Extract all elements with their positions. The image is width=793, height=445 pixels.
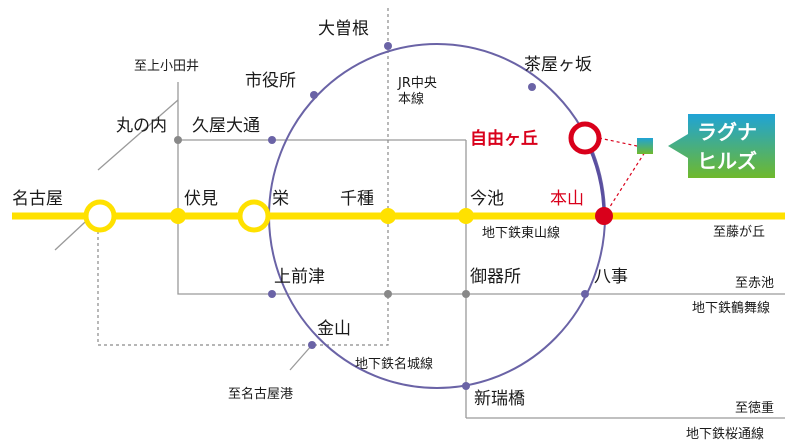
jr-chuo-label: JR中央本線 xyxy=(397,76,437,107)
marunouchi-station-marker xyxy=(174,136,182,144)
yagoto-station-marker xyxy=(581,290,589,298)
jiyugaoka-station-marker xyxy=(568,121,602,155)
jr-chuo-line xyxy=(97,8,389,346)
property-name-line1: ラグナ xyxy=(697,120,757,144)
property-name-line2: ヒルズ xyxy=(697,149,757,173)
jr-chuo-label-part2: 本線 xyxy=(398,91,424,107)
hisayaodori-label: 久屋大通 xyxy=(192,116,260,136)
chayagasaka-label: 茶屋ヶ坂 xyxy=(524,55,592,75)
kanayama-station-marker xyxy=(308,341,316,349)
motoyama-label: 本山 xyxy=(550,189,584,209)
imaike-label: 今池 xyxy=(470,189,504,209)
fushimi-station-marker xyxy=(170,208,186,224)
sakuradori-line-label: 地下鉄桜通線 xyxy=(686,426,764,442)
nagoyako-line xyxy=(289,344,313,371)
gokisho-label: 御器所 xyxy=(470,267,521,287)
shiyakusho-station-marker xyxy=(310,91,318,99)
sakae-label: 栄 xyxy=(272,189,289,209)
nagoya-station-marker xyxy=(83,199,117,233)
to-akaike-label: 至赤池 xyxy=(735,276,774,291)
nagoya-label: 名古屋 xyxy=(12,189,63,209)
tsurumai-line-label: 地下鉄鶴舞線 xyxy=(692,300,770,316)
to-fujigaoka-label: 至藤が丘 xyxy=(713,225,765,240)
yagoto-label: 八事 xyxy=(594,267,628,287)
imaike-station-marker xyxy=(458,208,474,224)
sakuradori-west-line xyxy=(97,99,179,171)
property-connector xyxy=(598,137,646,217)
to-tokushige-label: 至徳重 xyxy=(735,400,774,416)
sakae-station-marker xyxy=(237,199,271,233)
chayagasaka-station-marker xyxy=(528,83,536,91)
kanayama-label: 金山 xyxy=(317,319,351,339)
marunouchi-label: 丸の内 xyxy=(116,116,167,136)
chikusa-label: 千種 xyxy=(340,189,374,209)
tsurumai-junction-marker xyxy=(384,290,392,298)
jiyugaoka-label: 自由ヶ丘 xyxy=(470,128,538,149)
fushimi-label: 伏見 xyxy=(184,189,218,209)
to-nagoyako-label: 至名古屋港 xyxy=(228,386,293,402)
chikusa-station-marker xyxy=(380,208,396,224)
aratamabashi-label: 新瑞橋 xyxy=(474,389,525,409)
property-marker xyxy=(637,138,653,154)
gokisho-station-marker xyxy=(462,290,470,298)
ozone-station-marker xyxy=(384,42,392,50)
property-badge: ラグナ ヒルズ xyxy=(668,114,775,178)
tsurumai-line xyxy=(177,82,785,295)
jr-chuo-label-part1: JR中央 xyxy=(397,76,437,91)
ozone-label: 大曽根 xyxy=(318,19,369,39)
kamimaezu-station-marker xyxy=(268,290,276,298)
higashiyama-line-label: 地下鉄東山線 xyxy=(482,225,560,241)
meijo-line-label: 地下鉄名城線 xyxy=(355,356,433,372)
kamimaezu-label: 上前津 xyxy=(274,267,325,287)
to-kamiotai-label: 至上小田井 xyxy=(134,59,199,74)
aratamabashi-station-marker xyxy=(462,382,470,390)
shiyakusho-label: 市役所 xyxy=(245,71,296,91)
hisayaodori-station-marker xyxy=(268,136,276,144)
